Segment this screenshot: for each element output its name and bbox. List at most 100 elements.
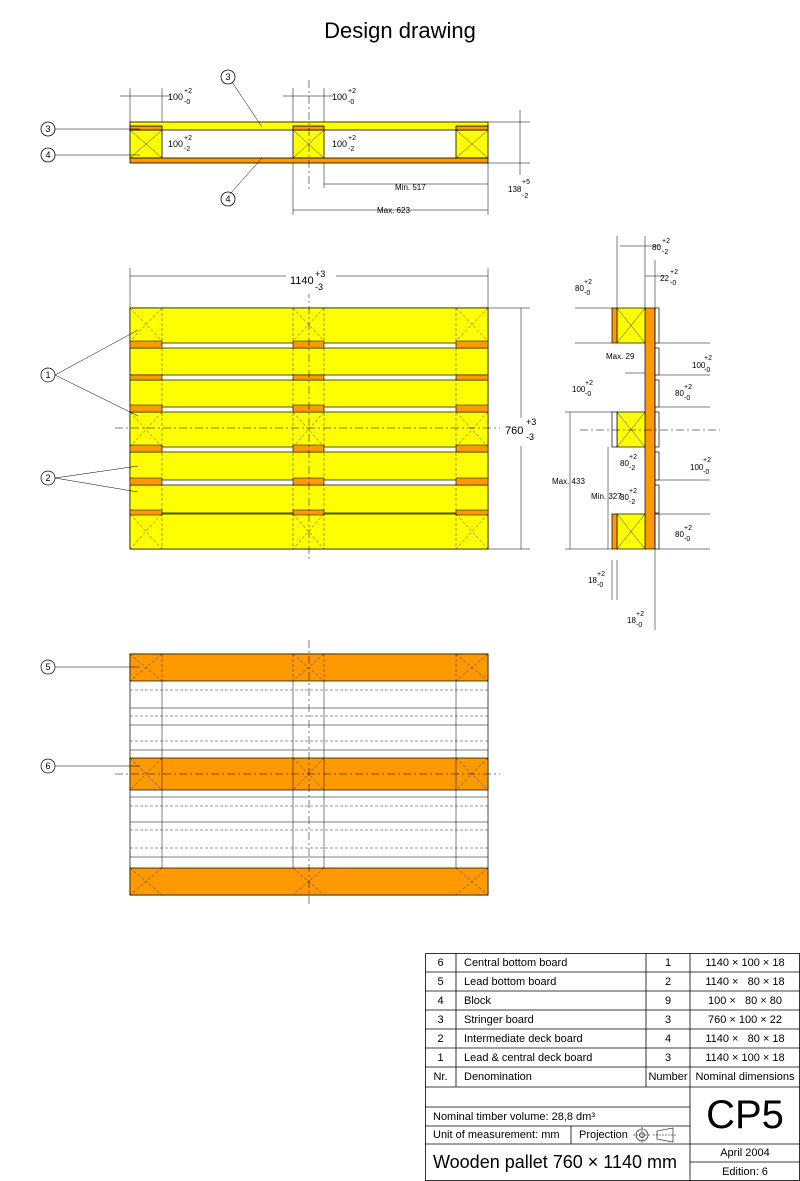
width-dimension: 1140	[290, 275, 314, 287]
callout-label: 2	[45, 473, 50, 483]
svg-text:80: 80	[575, 284, 584, 293]
row-dims: 100 × 80 × 80	[707, 994, 782, 1007]
svg-text:+2: +2	[184, 88, 192, 95]
row-dims: 1140 × 100 × 18	[705, 956, 785, 969]
row-name: Central bottom board	[464, 956, 568, 969]
svg-text:+2: +2	[597, 571, 605, 578]
dim-text: 100	[332, 92, 347, 102]
svg-text:+2: +2	[684, 384, 692, 391]
svg-text:+3: +3	[526, 417, 536, 427]
row-dims: 1140 × 80 × 18	[705, 1032, 785, 1045]
svg-text:80: 80	[620, 459, 629, 468]
bottom-view: 5 6	[40, 640, 500, 905]
svg-text:+2: +2	[670, 269, 678, 276]
svg-text:22: 22	[660, 274, 669, 283]
svg-text:+3: +3	[315, 269, 325, 279]
row-number: 3	[664, 1013, 672, 1026]
dim-text: Min. 327	[591, 492, 622, 501]
svg-text:-0: -0	[684, 536, 690, 543]
svg-text:+2: +2	[584, 279, 592, 286]
svg-text:-0: -0	[597, 582, 603, 589]
stringer-board-section	[644, 307, 656, 550]
svg-text:80: 80	[620, 493, 629, 502]
row-nr: 6	[437, 956, 444, 969]
svg-text:+2: +2	[703, 457, 711, 464]
svg-text:18: 18	[627, 616, 636, 625]
svg-text:+2: +2	[684, 525, 692, 532]
svg-text:+2: +2	[662, 238, 670, 245]
svg-text:100: 100	[690, 463, 704, 472]
height-dimension: 760	[505, 425, 523, 437]
svg-text:+2: +2	[704, 355, 712, 362]
svg-text:-3: -3	[526, 432, 534, 442]
svg-text:-0: -0	[684, 395, 690, 402]
drawing-title: Design drawing	[324, 18, 476, 43]
dim-text: Min. 517	[395, 183, 426, 192]
svg-text:-0: -0	[704, 367, 710, 374]
row-dims: 1140 × 80 × 18	[705, 975, 785, 988]
pallet-title: Wooden pallet 760 × 1140 mm	[433, 1152, 677, 1172]
callout-label: 1	[45, 370, 50, 380]
svg-text:-3: -3	[315, 282, 323, 292]
row-number: 9	[664, 994, 672, 1007]
projection-symbol	[633, 1127, 677, 1143]
svg-text:80: 80	[652, 243, 661, 252]
row-number: 2	[664, 975, 672, 988]
dim-text: Max. 433	[552, 477, 585, 486]
svg-text:-0: -0	[584, 290, 590, 297]
parts-table: 6 Central bottom board 1 1140 × 100 × 18…	[425, 953, 800, 1181]
dim-text: 100	[332, 139, 347, 149]
svg-text:+2: +2	[636, 611, 644, 618]
callout-4	[40, 147, 56, 163]
svg-text:-0: -0	[348, 99, 354, 106]
drawing-code: CP5	[706, 1093, 784, 1137]
svg-text:+2: +2	[184, 135, 192, 142]
svg-text:+2: +2	[348, 88, 356, 95]
row-number: 1	[664, 956, 672, 969]
callout-label: 3	[225, 72, 230, 82]
row-dims: 760 × 100 × 22	[707, 1013, 782, 1026]
row-nr: 3	[437, 1013, 444, 1026]
svg-text:-2: -2	[629, 499, 635, 506]
svg-text:100: 100	[572, 385, 586, 394]
section-view: 80 +2 -2 22 +2 -0 80 +2 -0 Max. 29 100 +…	[552, 236, 720, 630]
svg-text:+2: +2	[629, 488, 637, 495]
callout-label: 5	[45, 662, 50, 672]
header-dims: Nominal dimensions	[695, 1071, 795, 1083]
svg-text:-2: -2	[662, 249, 668, 256]
callout-2	[40, 470, 56, 486]
svg-text:-0: -0	[585, 391, 591, 398]
row-dims: 1140 × 100 × 18	[705, 1051, 785, 1064]
unit-of-measurement: Unit of measurement: mm	[433, 1129, 560, 1141]
svg-text:-0: -0	[703, 469, 709, 476]
drawing-date: April 2004	[720, 1147, 770, 1159]
callout-1	[40, 367, 56, 383]
row-nr: 2	[437, 1032, 444, 1045]
svg-text:100: 100	[692, 361, 706, 370]
callout-3	[40, 121, 56, 137]
row-name: Block	[464, 994, 491, 1007]
callout-6	[40, 758, 56, 774]
svg-text:80: 80	[675, 530, 684, 539]
row-nr: 4	[437, 994, 444, 1007]
header-nr: Nr.	[433, 1071, 448, 1083]
dim-text: 138	[508, 185, 522, 194]
svg-text:+2: +2	[629, 454, 637, 461]
row-nr: 1	[437, 1051, 444, 1064]
dim-text: Max. 623	[377, 206, 410, 215]
callout-label: 3	[45, 124, 50, 134]
callout-label: 4	[225, 194, 230, 204]
svg-text:-2: -2	[348, 146, 354, 153]
callout-label: 6	[45, 761, 50, 771]
svg-text:18: 18	[588, 576, 597, 585]
callout-3	[220, 69, 236, 85]
callout-5	[40, 659, 56, 675]
dim-text: Max. 29	[606, 352, 635, 361]
top-view: 1 2 1140 +3 -3 760 +3 -3	[40, 268, 538, 560]
header-number: Number	[648, 1071, 688, 1083]
drawing-edition: Edition: 6	[722, 1165, 768, 1178]
svg-text:-2: -2	[522, 193, 528, 200]
svg-text:+2: +2	[585, 380, 593, 387]
dim-text: 100	[168, 92, 183, 102]
timber-volume: Nominal timber volume: 28,8 dm³	[433, 1110, 596, 1123]
